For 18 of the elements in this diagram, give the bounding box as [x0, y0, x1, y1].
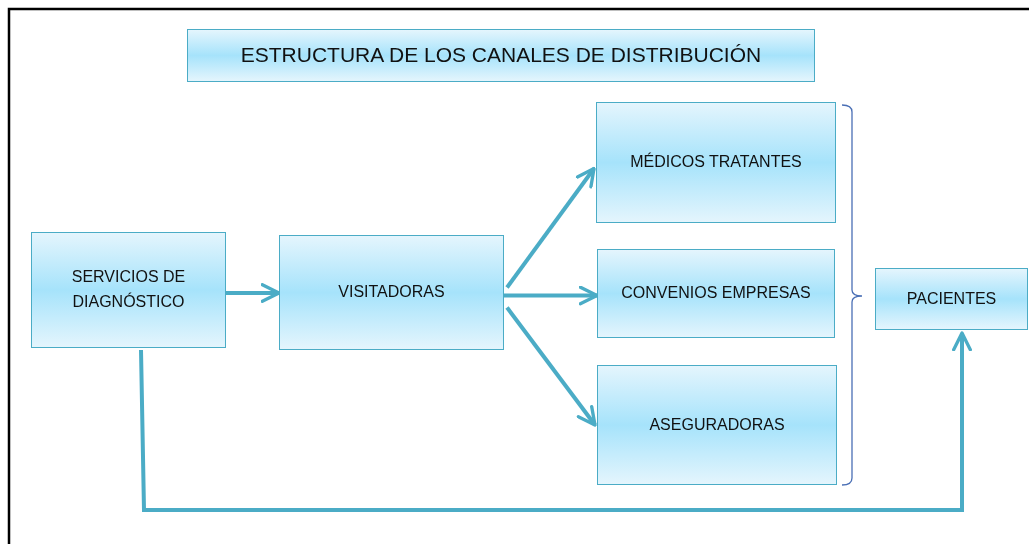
arrow: [226, 283, 281, 303]
process-box: [31, 232, 226, 348]
diagram-title: ESTRUCTURA DE LOS CANALES DE DISTRIBUCIÓN: [240, 42, 762, 69]
process-box: [875, 268, 1028, 330]
process-box: [596, 102, 836, 223]
arrow: [139, 331, 972, 512]
node-label: VISITADORAS: [338, 282, 445, 303]
process-box: [279, 235, 504, 350]
arrow: [505, 306, 597, 427]
node-label: SERVICIOS DE DIAGNÓSTICO: [70, 267, 187, 312]
arrow: [504, 285, 599, 306]
arrow: [505, 166, 596, 289]
node-label: CONVENIOS EMPRESAS: [621, 283, 811, 304]
node-label: MÉDICOS TRATANTES: [630, 151, 802, 173]
process-box: [597, 365, 837, 485]
node-label: PACIENTES: [906, 288, 997, 309]
process-box: [597, 249, 835, 338]
node-label: ASEGURADORAS: [649, 414, 785, 435]
